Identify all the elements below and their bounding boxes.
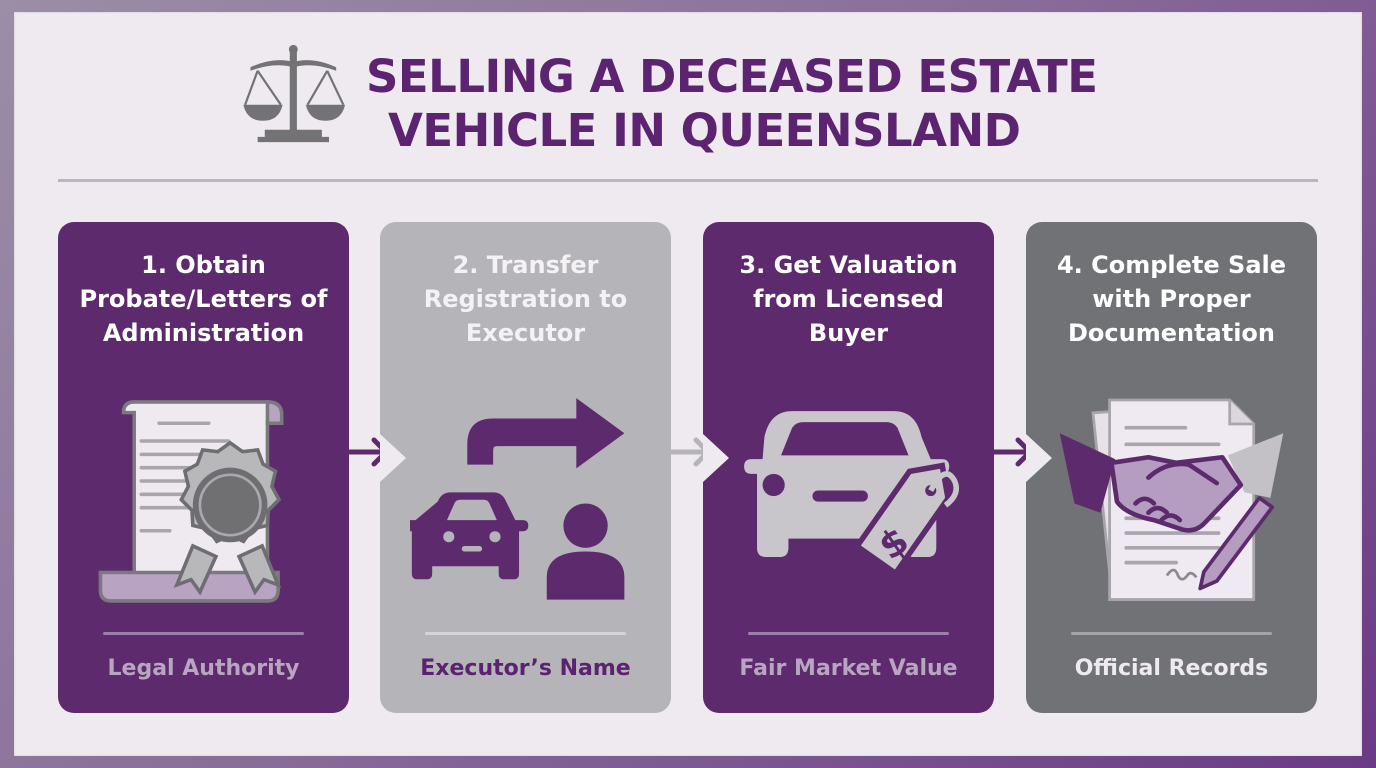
page-title: Selling a Deceased Estate Vehicle in Que… [366,50,1098,158]
car-transfer-to-person-icon [410,398,625,600]
card-notch [380,434,406,482]
title-line-1: Selling a Deceased Estate [366,50,1098,103]
step-card-4: 4. Complete Sale with Proper Documentati… [1026,222,1317,713]
infographic-panel: Selling a Deceased Estate Vehicle in Que… [14,12,1362,756]
card-notch [703,434,729,482]
step-4-divider [1071,632,1272,635]
step-4-footer: Official Records [1074,656,1269,681]
step-1-divider [103,632,304,635]
step-2-heading: 2. Transfer Registration to Executor [423,251,628,347]
step-card-1: 1. Obtain Probate/Letters of Administrat… [58,222,349,713]
step-1-footer: Legal Authority [107,656,300,681]
step-3-footer: Fair Market Value [739,656,958,681]
handshake-documents-pen-icon [1059,398,1284,601]
step-1-heading: 1. Obtain Probate/Letters of Administrat… [79,251,328,347]
card-notch [1026,434,1052,482]
step-card-2: 2. Transfer Registration to Executor Exe… [380,222,671,713]
step-2-footer: Executor’s Name [420,656,631,681]
step-2-divider [425,632,626,635]
header-divider [58,179,1318,182]
certificate-scroll-with-seal-icon [98,400,284,603]
step-card-3: 3. Get Valuation from Licensed Buyer $ F… [703,222,994,713]
car-with-price-tag-icon: $ [744,411,960,578]
header: Selling a Deceased Estate Vehicle in Que… [14,12,1362,182]
title-line-2: Vehicle in Queensland [388,104,1021,157]
step-3-divider [748,632,949,635]
scales-of-justice-icon [243,44,346,143]
step-4-heading: 4. Complete Sale with Proper Documentati… [1056,251,1287,347]
step-3-heading: 3. Get Valuation from Licensed Buyer [739,251,958,347]
